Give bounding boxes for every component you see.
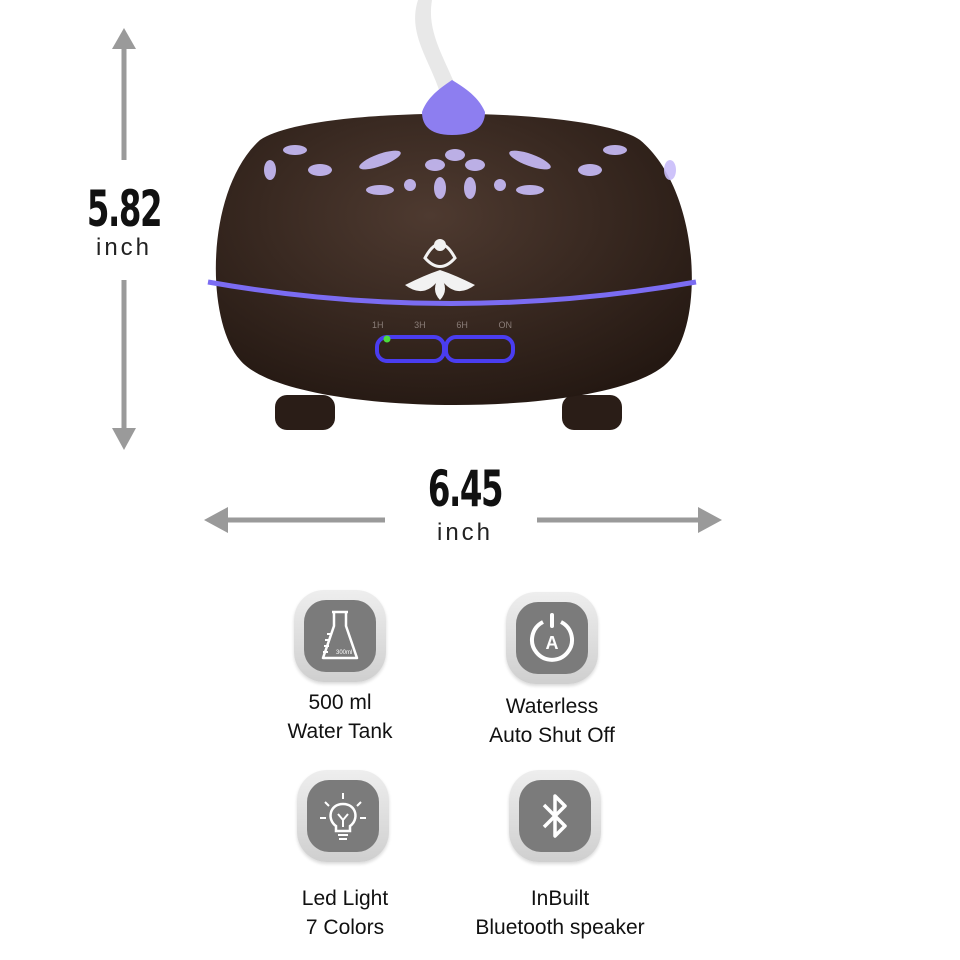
width-value: 6.45 <box>427 460 504 518</box>
feature-line1: 500 ml <box>308 691 372 714</box>
feature-tile-led-light <box>297 770 389 862</box>
light-ring <box>207 279 697 306</box>
feature-line1: Led Light <box>301 887 389 910</box>
feature-line2: Auto Shut Off <box>489 724 615 747</box>
feature-label-bluetooth: InBuilt Bluetooth speaker <box>400 884 720 942</box>
feature-tile-water-tank: 300ml <box>294 590 386 682</box>
height-arrow <box>112 28 136 450</box>
feature-line2: 7 Colors <box>305 916 385 939</box>
diffuser-illustration <box>207 0 697 430</box>
auto-power-icon: A <box>530 613 574 662</box>
feature-tile-bluetooth <box>509 770 601 862</box>
feature-label-water-tank: 500 ml Water Tank <box>220 688 460 746</box>
feature-label-auto-shut-off: Waterless Auto Shut Off <box>432 692 672 750</box>
feature-line2: Bluetooth speaker <box>475 916 645 939</box>
beaker-icon: 300ml <box>321 610 359 660</box>
feature-line1: Waterless <box>505 695 599 718</box>
feature-line2: Water Tank <box>287 720 393 743</box>
indicator-led <box>383 335 391 343</box>
timer-label-6h: 6H <box>456 320 468 330</box>
floral-cutout-pattern <box>264 145 676 199</box>
width-unit: inch <box>436 519 494 546</box>
feature-label-led-light: Led Light 7 Colors <box>225 884 465 942</box>
timer-labels: 1H 3H 6H ON <box>372 320 512 330</box>
timer-label-on: ON <box>498 320 512 330</box>
height-unit: inch <box>95 234 153 261</box>
height-value: 5.82 <box>86 180 163 238</box>
mist-outlet <box>422 80 485 135</box>
feature-tile-auto-shut-off: A <box>506 592 598 684</box>
width-arrow <box>204 507 722 533</box>
svg-text:A: A <box>546 633 559 653</box>
light-button <box>444 335 515 363</box>
timer-label-1h: 1H <box>372 320 384 330</box>
svg-text:300ml: 300ml <box>336 650 352 656</box>
feature-line1: InBuilt <box>530 887 590 910</box>
lightbulb-icon <box>320 793 366 840</box>
lotus-logo <box>405 239 475 300</box>
timer-label-3h: 3H <box>414 320 426 330</box>
bluetooth-icon <box>542 794 567 838</box>
